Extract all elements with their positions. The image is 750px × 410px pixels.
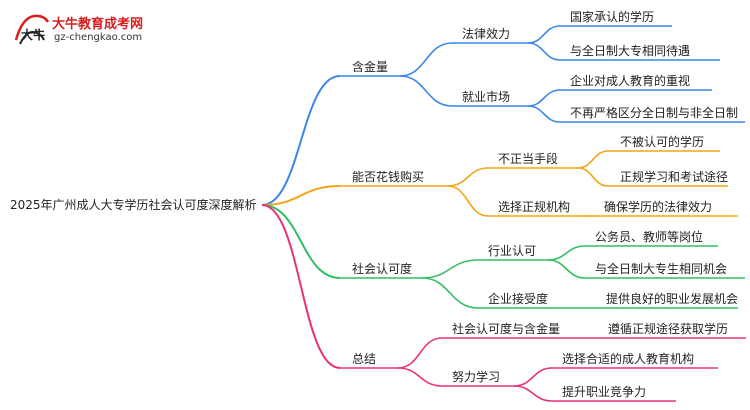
subtopic-link xyxy=(421,259,479,279)
leaf-topic: 选择合适的成人教育机构 xyxy=(562,351,694,366)
subtopic-link xyxy=(397,337,443,369)
site-logo: 大牛 大牛教育成考网 gz-chengkao.com xyxy=(12,10,172,50)
branch-topic: 含金量 xyxy=(352,59,388,74)
subtopic: 就业市场 xyxy=(462,89,510,104)
subtopic-link xyxy=(447,167,489,187)
leaf-topic: 与全日制大专相同待遇 xyxy=(570,43,690,58)
leaf-topic: 提升职业竞争力 xyxy=(562,384,646,399)
branch-topic: 社会认可度 xyxy=(352,261,412,276)
subtopic: 企业接受度 xyxy=(488,291,548,306)
mindmap-links xyxy=(261,25,746,402)
subtopic-link xyxy=(421,277,479,309)
subtopic: 社会认可度与含金量 xyxy=(452,321,560,336)
branch-link xyxy=(261,204,341,369)
leaf-topic: 提供良好的职业发展机会 xyxy=(606,291,738,306)
branch-link xyxy=(261,204,341,279)
branch-link xyxy=(261,185,341,206)
branch-topic: 能否花钱购买 xyxy=(352,169,424,184)
leaf-topic: 正规学习和考试途径 xyxy=(620,169,728,184)
logo-mark-text: 大牛 xyxy=(21,27,45,42)
subtopic-link xyxy=(399,75,453,107)
leaf-link xyxy=(577,150,609,169)
branch-topic: 总结 xyxy=(352,352,376,366)
leaf-topic: 不再严格区分全日制与非全日制 xyxy=(570,105,738,120)
leaf-link xyxy=(547,245,586,261)
branch-link xyxy=(261,75,341,206)
leaf-link xyxy=(527,25,561,44)
leaf-topic: 企业对成人教育的重视 xyxy=(570,73,690,88)
leaf-link xyxy=(527,105,561,123)
subtopic: 努力学习 xyxy=(452,369,500,384)
subtopic: 不正当手段 xyxy=(498,151,558,166)
mindmap-nodes: 2025年广州成人大专学历社会认可度深度解析 含金量 法律效力 国家承认的学历与全日制… xyxy=(10,9,738,399)
leaf-topic: 公务员、教师等岗位 xyxy=(595,229,703,244)
root-topic: 2025年广州成人大专学历社会认可度深度解析 xyxy=(10,197,257,212)
subtopic-link xyxy=(399,42,453,77)
logo-subtitle: gz-chengkao.com xyxy=(54,32,143,43)
subtopic: 选择正规机构 xyxy=(498,199,570,214)
leaf-link xyxy=(513,385,553,402)
leaf-link xyxy=(513,367,553,387)
subtopic-link xyxy=(397,367,443,387)
subtopic-link xyxy=(447,185,489,217)
leaf-link xyxy=(577,167,609,187)
bull-logo-icon: 大牛 xyxy=(14,14,50,45)
leaf-topic: 确保学历的法律效力 xyxy=(604,199,712,214)
subtopic: 行业认可 xyxy=(488,244,536,258)
leaf-topic: 不被认可的学历 xyxy=(620,134,704,149)
leaf-topic: 与全日制大专生相同机会 xyxy=(595,261,727,276)
leaf-link xyxy=(547,259,586,279)
logo-title: 大牛教育成考网 xyxy=(52,17,144,32)
leaf-link xyxy=(527,42,561,61)
subtopic: 法律效力 xyxy=(462,26,510,41)
leaf-link xyxy=(527,89,561,107)
leaf-topic: 遵循正规途径获取学历 xyxy=(608,321,728,336)
leaf-topic: 国家承认的学历 xyxy=(570,9,654,24)
